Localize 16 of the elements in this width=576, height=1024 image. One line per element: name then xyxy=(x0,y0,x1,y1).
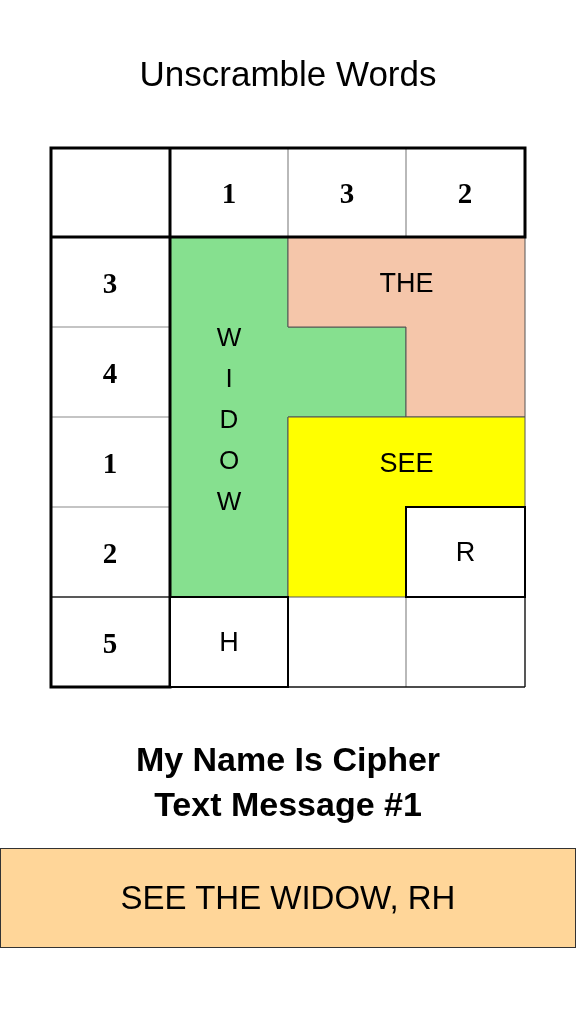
row-number: 2 xyxy=(102,536,118,570)
row-number: 5 xyxy=(102,626,118,660)
row-number: 1 xyxy=(102,446,118,480)
column-number: 3 xyxy=(339,176,355,210)
letter-tile: R xyxy=(405,506,526,598)
answer-banner: SEE THE WIDOW, RH xyxy=(0,848,576,948)
region-word: THE xyxy=(379,267,434,299)
title: Unscramble Words xyxy=(139,54,437,93)
region-word: SEE xyxy=(379,447,434,479)
subtitle: My Name Is Cipher Text Message #1 xyxy=(134,739,442,825)
vertical-word: W I D O W xyxy=(215,321,243,518)
letter-tile: H xyxy=(169,596,289,688)
row-number: 4 xyxy=(102,356,118,390)
column-number: 2 xyxy=(457,176,473,210)
row-number: 3 xyxy=(102,266,118,300)
column-number: 1 xyxy=(221,176,237,210)
